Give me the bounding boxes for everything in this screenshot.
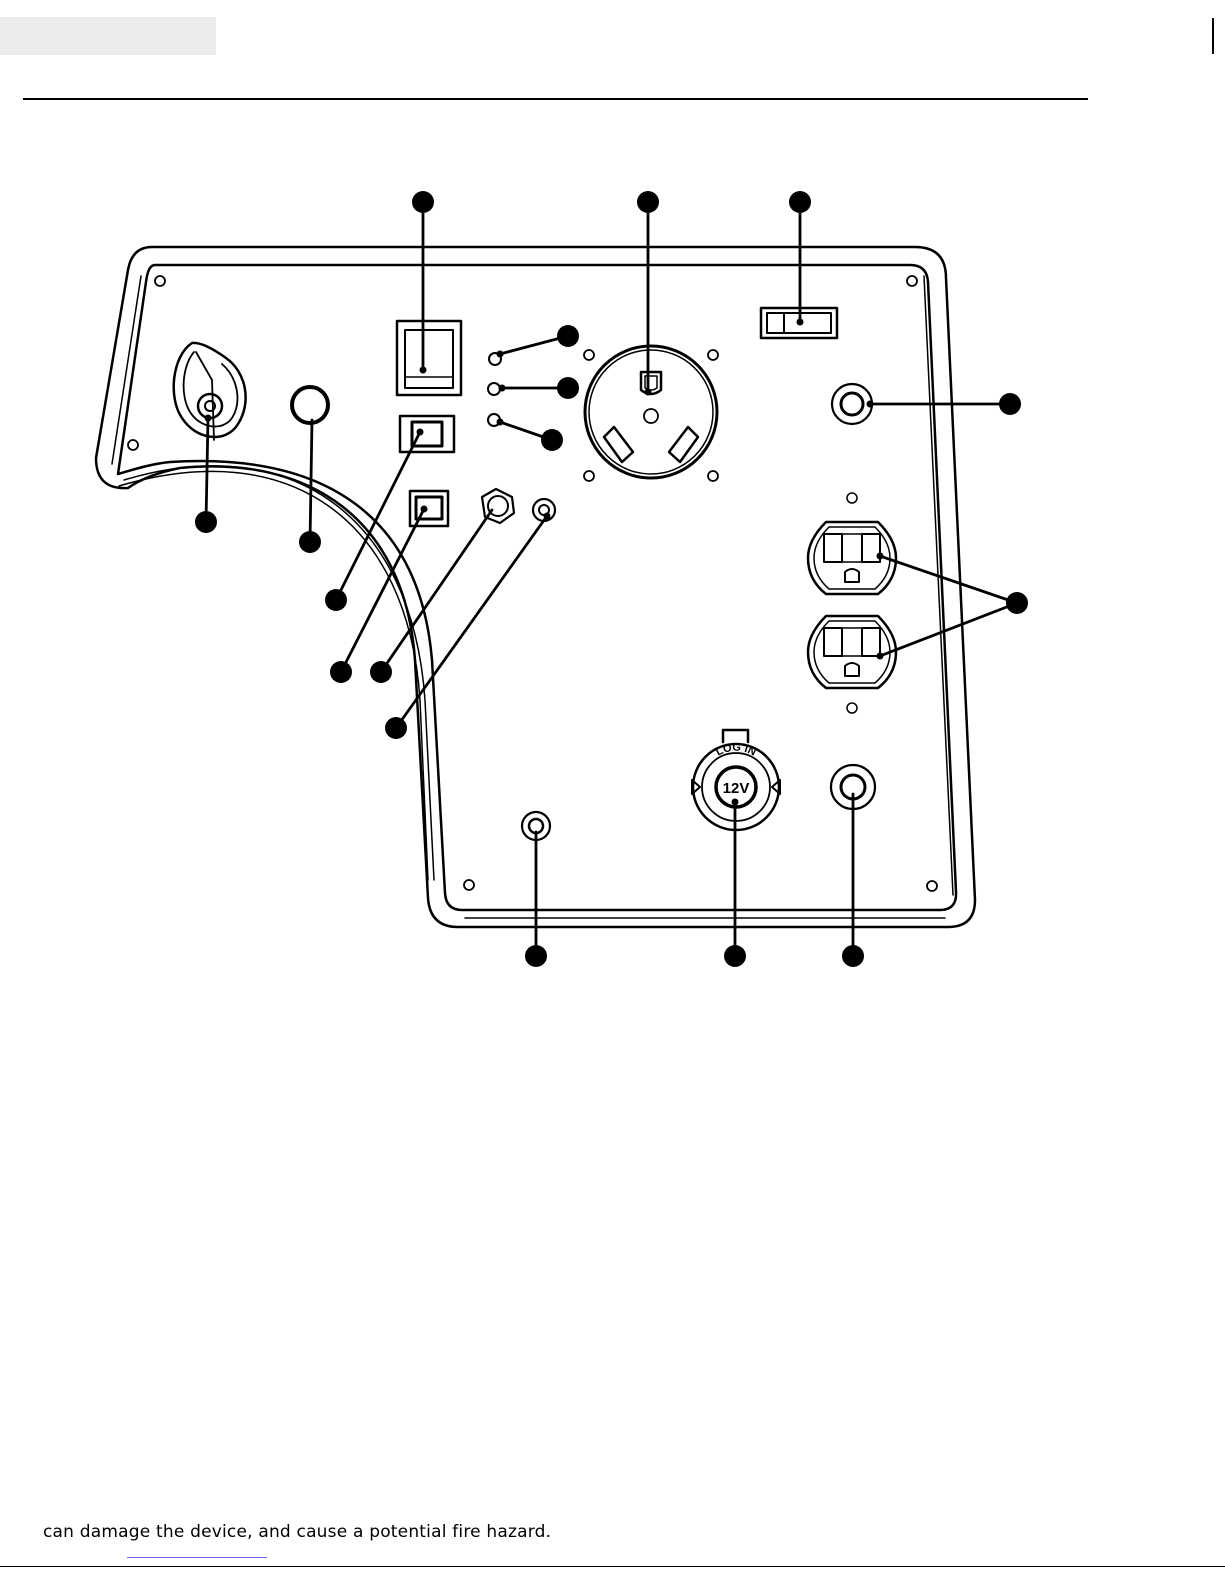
- callout-marker: [1006, 592, 1028, 614]
- rv-outlet-30a: [584, 346, 718, 481]
- callout-marker: [557, 377, 579, 399]
- dc-breaker-top: [832, 384, 872, 424]
- callout-marker: [370, 661, 392, 683]
- callout-marker: [325, 589, 347, 611]
- callout-marker: [789, 191, 811, 213]
- screw-top-right: [907, 276, 917, 286]
- screw-mid-left: [128, 440, 138, 450]
- eco-switch: [400, 416, 454, 452]
- callout-marker: [557, 325, 579, 347]
- callout-marker: [385, 717, 407, 739]
- duplex-outlet-bottom: [808, 616, 896, 713]
- callout-marker: [999, 393, 1021, 415]
- screw-bottom-right: [927, 881, 937, 891]
- reset-button: [292, 387, 328, 423]
- callout-marker: [842, 945, 864, 967]
- callout-marker: [299, 531, 321, 553]
- small-square-button: [410, 491, 448, 526]
- callout-marker: [724, 945, 746, 967]
- cigarette-outlet-ring-text: LOG IN: [714, 742, 758, 759]
- footer-warning-text: can damage the device, and cause a poten…: [43, 1522, 551, 1542]
- indicator-light-2: [488, 383, 500, 395]
- duplex-outlet-top: [808, 493, 896, 594]
- main-rocker-switch: [397, 321, 461, 395]
- callout-marker: [637, 191, 659, 213]
- callout-leader-lines: [206, 202, 1017, 956]
- engine-switch-knob: [174, 343, 246, 440]
- screw-bottom-left: [464, 880, 474, 890]
- screw-top-left: [155, 276, 165, 286]
- panel-face: [118, 265, 956, 910]
- panel-housing-outer: [96, 247, 975, 927]
- footer-link-underline: [127, 1557, 267, 1558]
- footer-rule: [0, 1566, 1225, 1567]
- callout-marker: [541, 429, 563, 451]
- generator-control-panel-diagram: 12V LOG IN: [0, 0, 1225, 1000]
- callout-marker: [525, 945, 547, 967]
- callout-marker: [412, 191, 434, 213]
- callout-marker: [195, 511, 217, 533]
- callout-markers: [195, 191, 1028, 967]
- outlet-label-12v: 12V: [723, 780, 750, 797]
- callout-marker: [330, 661, 352, 683]
